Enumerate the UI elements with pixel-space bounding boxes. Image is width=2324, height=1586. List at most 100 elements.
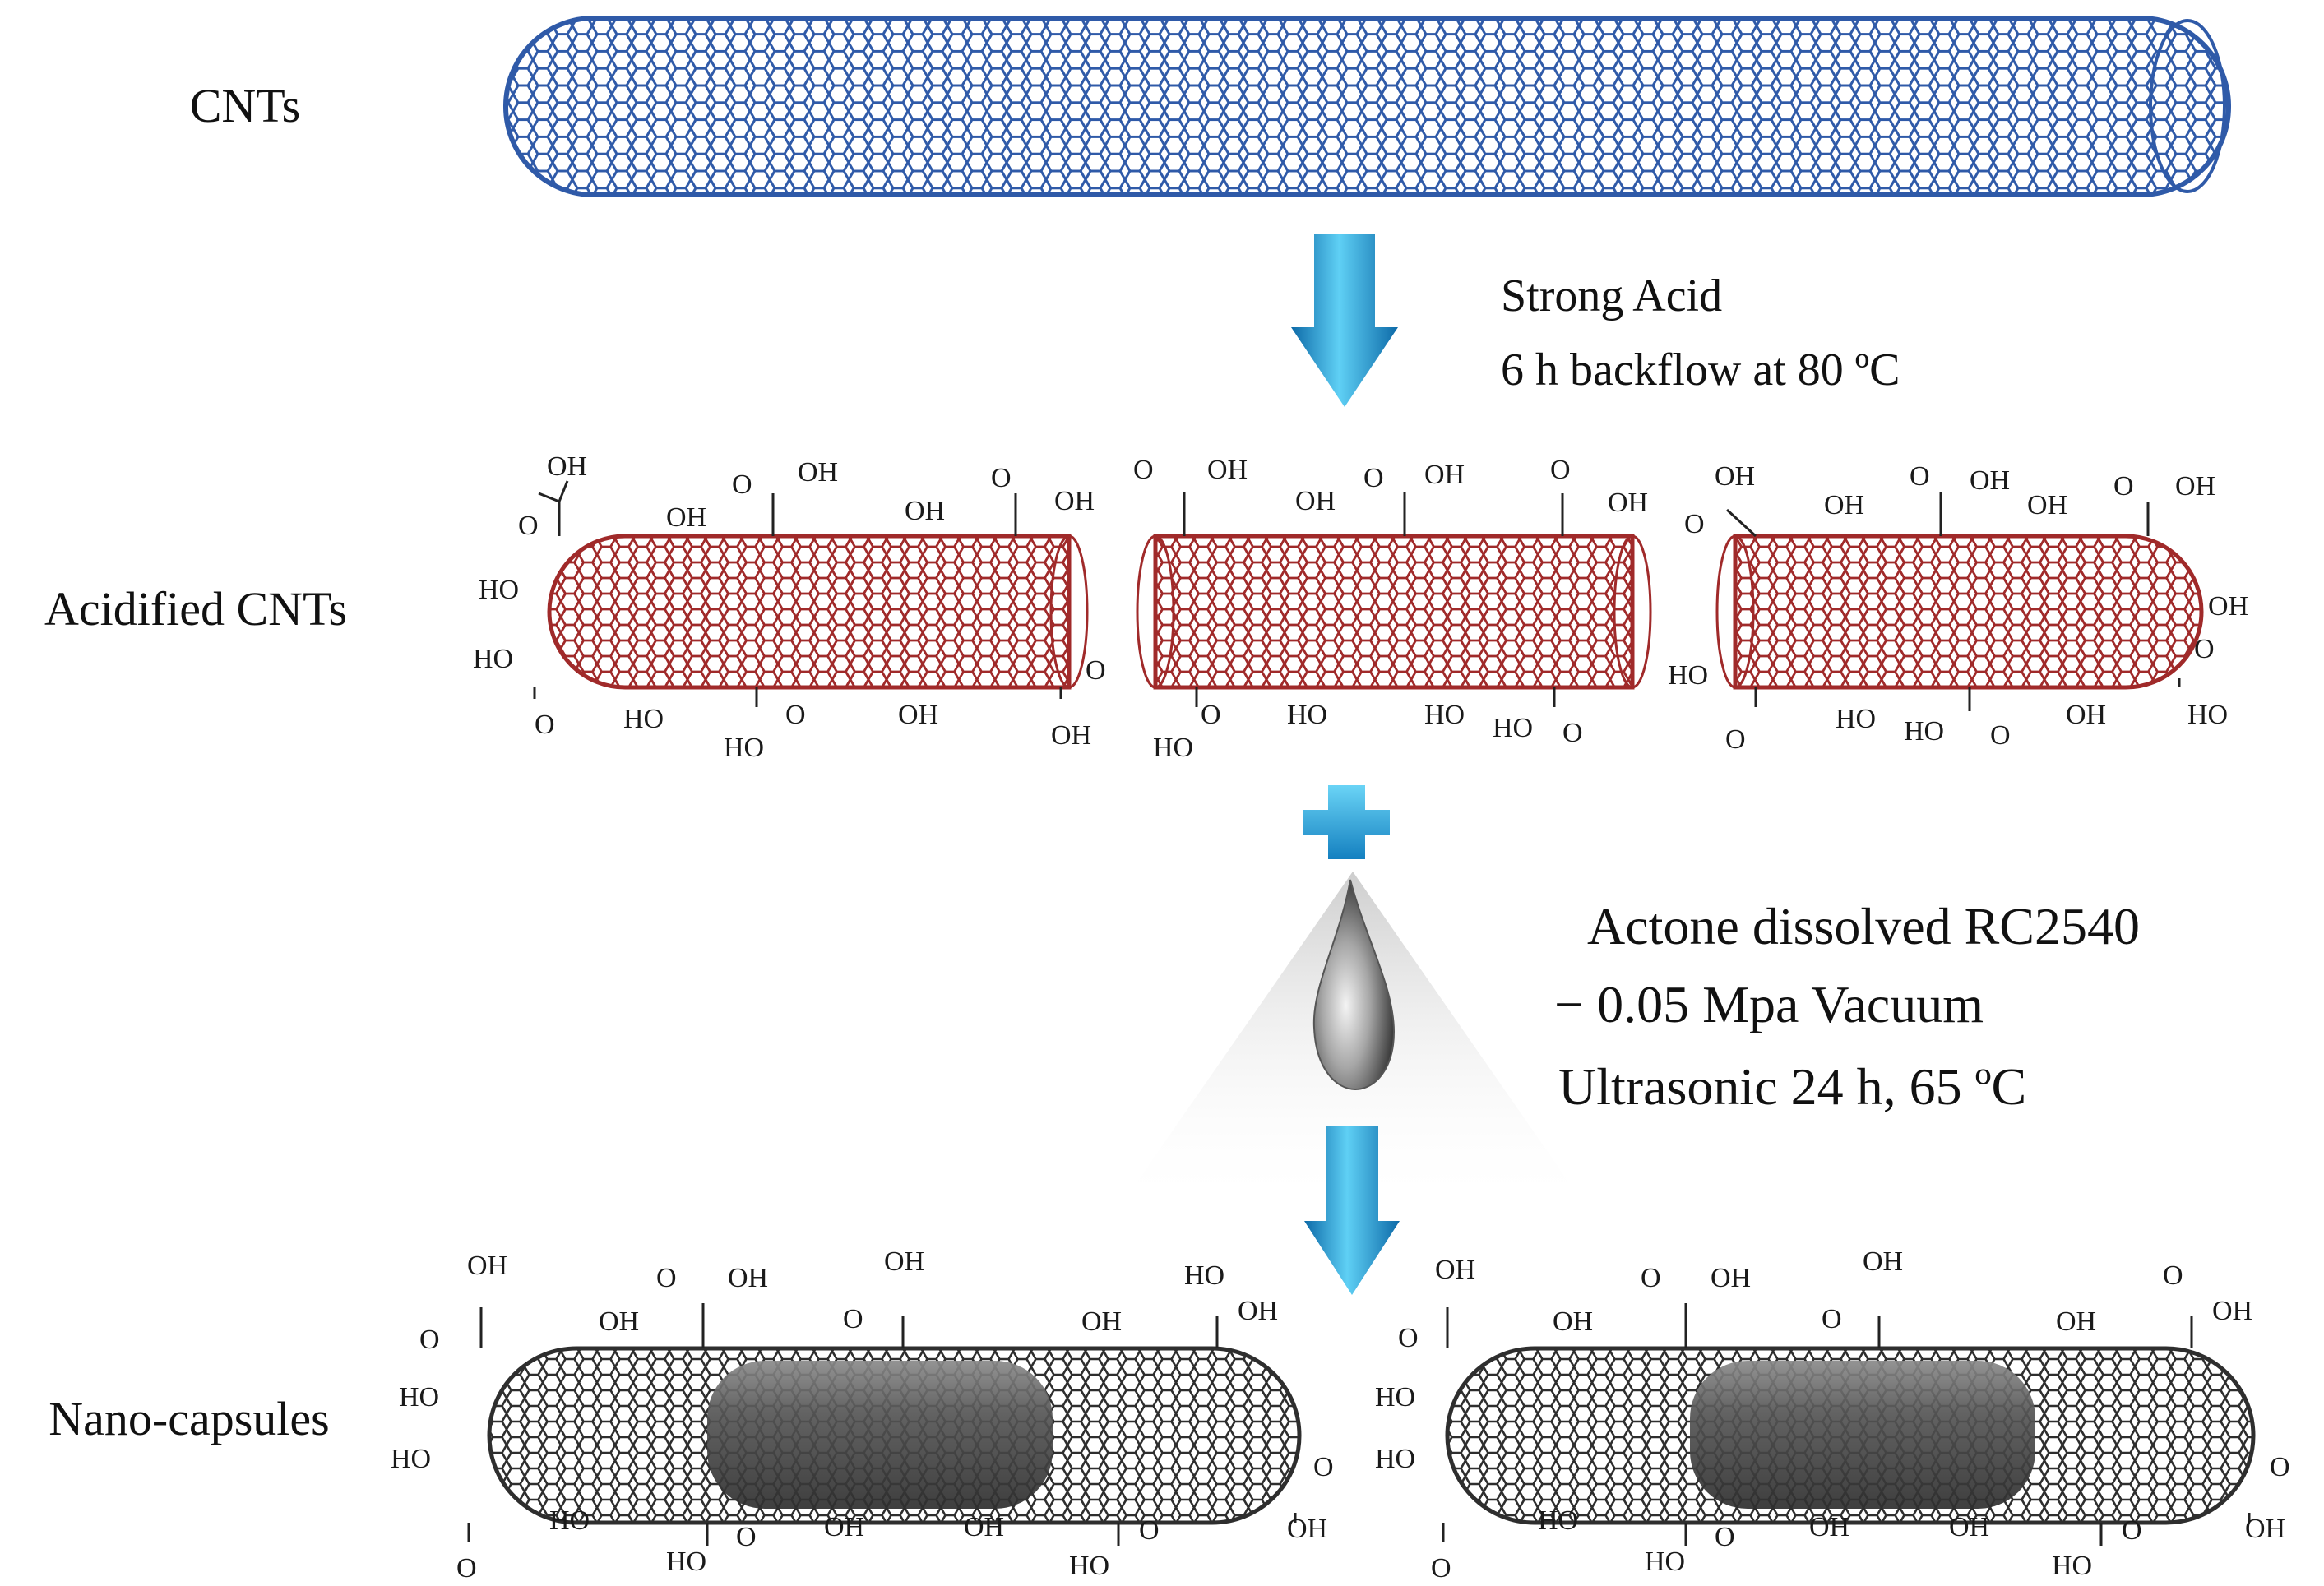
svg-text:O: O [1990,720,2011,751]
svg-text:OH: OH [1970,465,2010,496]
step2-ultrasonic: Ultrasonic 24 h, 65 ºC [1558,1057,2026,1116]
solvent-droplet-icon [1118,872,1587,1209]
hydroxyl-group: OH [1949,1512,1989,1542]
carboxyl-group: OH O [1398,1255,1475,1353]
svg-text:O: O [1562,718,1583,748]
svg-text:OH: OH [1715,461,1755,492]
carboxyl-group: HO O [1645,1522,1735,1577]
capsule-core [1690,1361,2035,1509]
svg-text:O: O [1313,1452,1334,1482]
carboxyl-group: O OH [1910,461,2010,536]
carboxyl-group: OH O [843,1246,924,1348]
svg-text:O: O [1133,455,1154,485]
svg-text:O: O [1910,461,1930,492]
nano-capsule-1 [487,1346,1302,1525]
carboxyl-group: O OH [2163,1260,2252,1348]
hydroxyl-group: OH [964,1512,1004,1542]
hydroxyl-group: HO [1424,700,1465,730]
carboxyl-group: HO O [1493,687,1583,748]
svg-text:O: O [2122,1515,2142,1546]
svg-text:OH: OH [884,1246,924,1277]
step2-acetone: Actone dissolved RC2540 [1587,897,2140,955]
label-cnts: CNTs [190,79,301,132]
carboxyl-group: O OH [991,463,1095,536]
svg-text:O: O [843,1304,863,1334]
svg-text:O: O [736,1522,757,1552]
acidified-cnt-segment-2 [1136,534,1652,690]
down-arrow-1 [1291,234,1398,407]
svg-text:HO: HO [2187,700,2228,730]
svg-text:OH: OH [1287,1514,1327,1544]
carboxyl-group: HO O [473,644,555,740]
svg-text:OH: OH [2245,1514,2285,1544]
carboxyl-group: HO O [391,1444,477,1584]
hydroxyl-group: OH [1809,1512,1849,1542]
hydroxyl-group: OH [1081,1306,1122,1337]
svg-text:OH: OH [2212,1296,2252,1326]
carboxyl-group: O OH [2245,1452,2290,1544]
svg-text:O: O [518,511,539,541]
carboxyl-group: OH O [1822,1246,1903,1348]
svg-text:OH: OH [467,1251,507,1281]
svg-text:O: O [1201,700,1221,730]
svg-text:O: O [785,700,806,730]
carboxyl-group: OH O [419,1251,507,1355]
hydroxyl-group: HO [1538,1505,1578,1536]
carboxyl-group: O HO [1153,687,1221,763]
acidified-cnt-segment-1 [547,534,1089,690]
svg-text:O: O [1550,455,1571,485]
hydroxyl-group: HO [479,575,519,605]
svg-text:O: O [1641,1263,1661,1293]
svg-text:O: O [2113,471,2134,502]
carboxyl-group: O OH [1051,655,1106,751]
svg-text:O: O [656,1263,677,1293]
svg-text:OH: OH [547,451,587,482]
capsule-core [707,1361,1053,1509]
label-acidified-cnts: Acidified CNTs [44,582,347,636]
carboxyl-group: HO O [1668,660,1757,755]
hydroxyl-group: OH [599,1306,639,1337]
capsule-functional-groups: OH O OH HO O OH OH O OH OH HO HO O HO H [391,1246,2290,1584]
label-nano-capsules: Nano-capsules [49,1392,329,1445]
svg-text:HO: HO [2052,1551,2092,1581]
carboxyl-group: O OH [2113,471,2215,536]
svg-text:O: O [1139,1515,1160,1546]
svg-text:O: O [1725,724,1746,755]
svg-text:HO: HO [1069,1551,1109,1581]
svg-text:HO: HO [391,1444,431,1474]
svg-text:O: O [991,463,1012,493]
svg-text:O: O [1715,1522,1735,1552]
svg-text:HO: HO [1645,1547,1685,1577]
svg-text:OH: OH [1435,1255,1475,1285]
svg-text:HO: HO [724,733,764,763]
svg-text:OH: OH [1051,720,1091,751]
svg-text:O: O [535,710,555,740]
hydroxyl-group: OH [824,1512,864,1542]
svg-text:O: O [2163,1260,2183,1291]
hydroxyl-group: OH [2027,490,2067,520]
carboxyl-group: HO O [1069,1515,1160,1581]
svg-text:O: O [1684,509,1705,539]
svg-text:OH: OH [1711,1263,1751,1293]
carboxyl-group: O OH [732,457,838,536]
step1-strong-acid: Strong Acid [1501,270,1722,321]
svg-text:OH: OH [798,457,838,488]
svg-text:HO: HO [1904,716,1944,747]
acidified-cnt-segment-3 [1715,534,2204,690]
svg-text:O: O [1398,1323,1419,1353]
step2-vacuum: − 0.05 Mpa Vacuum [1554,975,1984,1033]
svg-text:OH: OH [1207,455,1248,485]
carboxyl-group: OH O [1684,461,1757,539]
carboxyl-group: OH HO [1184,1260,1278,1348]
svg-text:O: O [732,469,752,500]
svg-text:O: O [1086,655,1106,686]
carboxyl-group: O OH [1133,455,1248,536]
carboxyl-group: O OH [518,451,587,541]
carboxyl-group: HO O [2052,1515,2142,1581]
carboxyl-group: O HO [2178,634,2228,730]
nano-capsule-2 [1445,1346,2256,1525]
svg-text:HO: HO [1493,713,1533,743]
svg-text:OH: OH [1054,486,1095,516]
plus-icon [1303,785,1390,859]
